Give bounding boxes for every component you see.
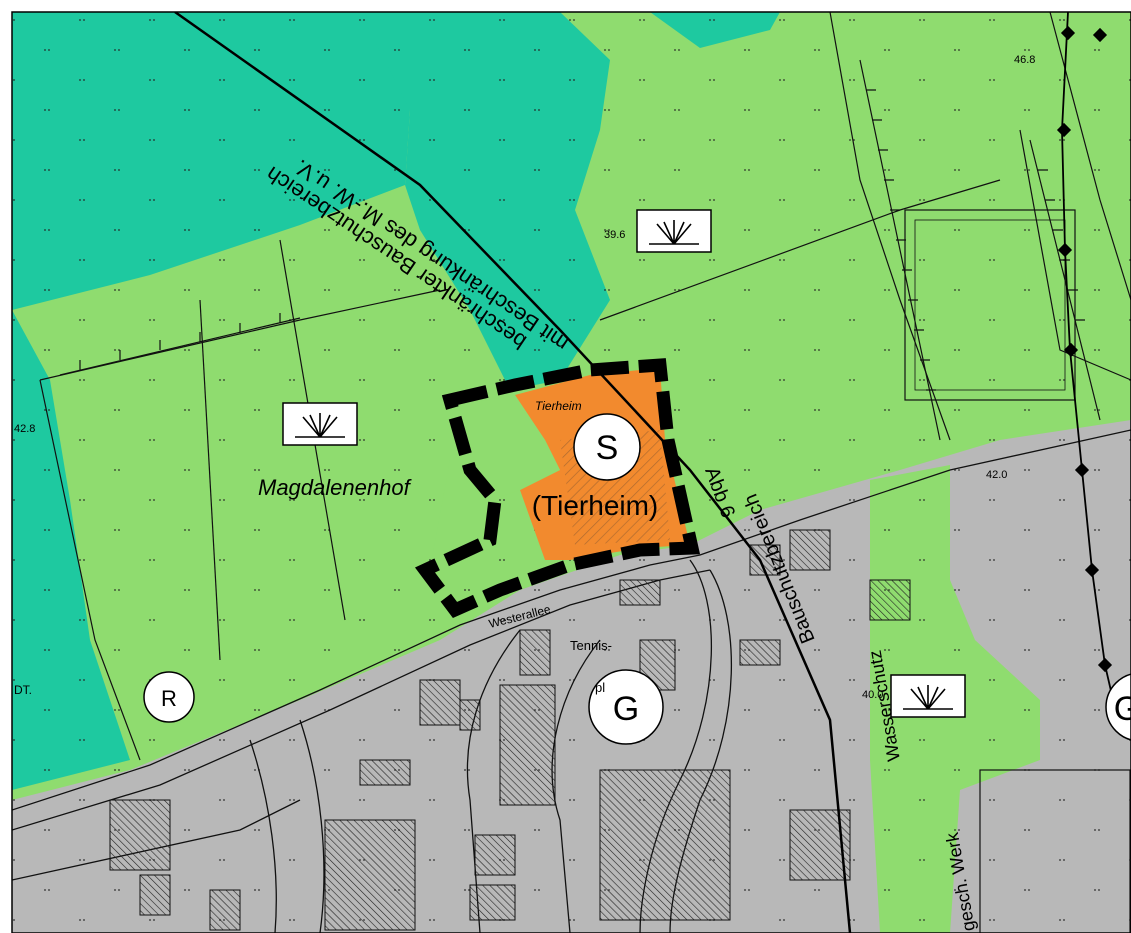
wetland-symbol bbox=[636, 209, 712, 253]
svg-text:G: G bbox=[1114, 690, 1131, 728]
height-value: 46.8 bbox=[1014, 54, 1035, 66]
height-value: 42.8 bbox=[14, 423, 35, 435]
wetland-symbol bbox=[890, 674, 966, 718]
special-zone-subtitle: (Tierheim) bbox=[532, 490, 659, 521]
tennis-label: Tennis- bbox=[570, 638, 612, 653]
railway-markers bbox=[1056, 25, 1113, 673]
recreation-zone-marker: R bbox=[143, 671, 195, 723]
height-value: 42.0 bbox=[986, 469, 1007, 481]
svg-text:S: S bbox=[596, 429, 619, 467]
height-value: 40.0 bbox=[862, 689, 883, 701]
dt-label: DT. bbox=[14, 683, 32, 697]
height-value: 39.6 bbox=[604, 229, 625, 241]
svg-text:G: G bbox=[613, 690, 639, 728]
commercial-zone-marker: G bbox=[588, 669, 664, 745]
edge-zone-marker: G bbox=[1105, 673, 1131, 741]
farm-label: Magdalenenhof bbox=[258, 475, 413, 500]
tennis-label-2: pl bbox=[595, 680, 605, 695]
planning-area-boundary bbox=[414, 358, 701, 619]
map-frame bbox=[11, 11, 1131, 933]
wetland-symbol bbox=[282, 402, 358, 446]
special-zone-marker: S bbox=[573, 413, 641, 481]
protection-zone-line bbox=[174, 12, 852, 933]
buildings bbox=[109, 529, 911, 931]
property-ticks bbox=[59, 59, 1101, 441]
svg-text:R: R bbox=[161, 686, 177, 711]
railway-line bbox=[1061, 12, 1121, 731]
tierheim-small-label: Tierheim bbox=[535, 399, 582, 413]
